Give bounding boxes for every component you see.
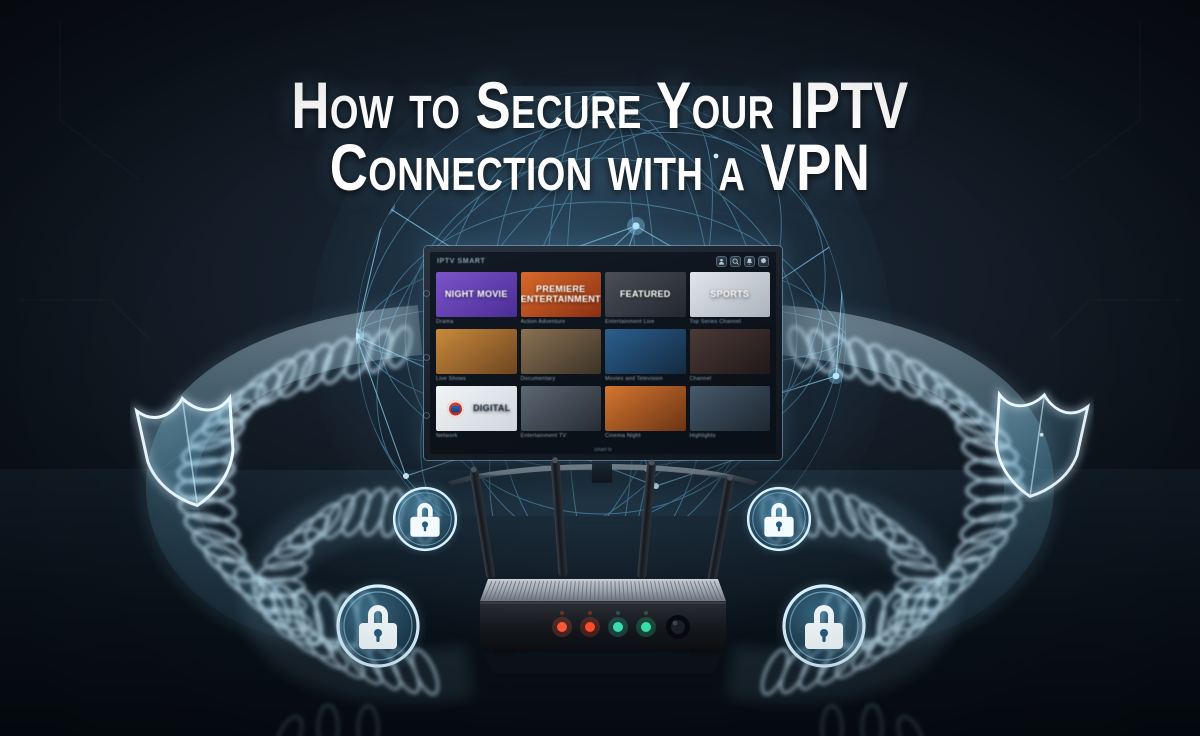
tv-thumbnail-title: NIGHT MOVIE	[444, 288, 508, 299]
tv-thumbnail-caption: Action Adventure	[520, 319, 566, 325]
lan-led	[636, 611, 656, 637]
wifi-router	[470, 457, 734, 673]
wan-port	[666, 615, 690, 639]
tv-grid-cell[interactable]: FEATURED Entertainment Live	[605, 272, 686, 325]
page-title: How to Secure Your IPTV Connection with …	[0, 68, 1200, 205]
padlock-badge-left-outer	[335, 583, 421, 669]
internet-led	[580, 611, 600, 637]
padlock-icon	[764, 502, 794, 537]
smart-tv: IPTV SMART	[424, 246, 782, 460]
tv-top-bar: IPTV SMART	[430, 252, 776, 270]
tv-thumbnail[interactable]	[520, 386, 601, 431]
tv-thumbnail[interactable]	[520, 329, 601, 374]
padlock-icon	[359, 605, 397, 649]
shield-right	[993, 386, 1093, 500]
wifi-led	[608, 611, 628, 637]
tv-thumbnail[interactable]: FEATURED	[605, 272, 686, 317]
tv-grid-cell[interactable]: DIGITAL Network	[436, 386, 517, 439]
tv-thumbnail-title: PREMIERE ENTERTAINMENT	[520, 284, 601, 304]
tv-thumbnail[interactable]	[605, 329, 686, 374]
tv-grid-cell[interactable]: Entertainment TV	[520, 386, 601, 439]
tv-grid-cell[interactable]: NIGHT MOVIE Drama	[436, 272, 517, 325]
router-top-vent	[480, 579, 726, 601]
tv-thumbnail-caption: Drama	[436, 319, 454, 325]
tv-side-nub-top	[423, 290, 430, 297]
tv-thumbnail-caption: Movies and Television	[605, 376, 663, 382]
padlock-badge-right-inner	[745, 485, 813, 553]
tv-icon-group	[716, 255, 769, 267]
shield-left	[131, 389, 236, 509]
tv-thumbnail[interactable]: NIGHT MOVIE	[436, 272, 517, 317]
bell-icon[interactable]	[744, 255, 755, 267]
tv-thumbnail[interactable]	[605, 386, 686, 431]
tv-grid-cell[interactable]: Cinema Night	[605, 386, 686, 439]
padlock-icon	[805, 605, 843, 649]
tv-screen[interactable]: IPTV SMART	[430, 252, 776, 454]
tv-content-grid: NIGHT MOVIE Drama PREMIERE ENTERTAINMENT Ac…	[430, 270, 776, 443]
tv-thumbnail[interactable]: SPORTS	[689, 272, 770, 317]
tv-footer-label: smart tv	[594, 447, 612, 453]
router-leds	[552, 611, 690, 639]
search-icon[interactable]	[730, 255, 741, 267]
tv-grid-cell[interactable]: Documentary	[520, 329, 601, 382]
padlock-icon	[410, 502, 440, 537]
tv-brand-label: IPTV SMART	[437, 257, 486, 265]
tv-thumbnail-caption: Entertainment TV	[520, 433, 567, 439]
tv-grid-cell[interactable]: SPORTS Top Series Channel	[689, 272, 770, 325]
router-antennas	[470, 457, 734, 584]
tv-thumbnail-caption: Top Series Channel	[689, 319, 742, 325]
tv-grid-cell[interactable]: Live Shows	[436, 329, 517, 382]
tv-thumbnail[interactable]	[689, 329, 770, 374]
tv-thumbnail-title: SPORTS	[710, 288, 750, 299]
tv-thumbnail-caption: Channel	[689, 376, 712, 382]
title-line-2: Connection with a VPN	[329, 130, 871, 205]
tv-thumbnail-caption: Documentary	[520, 376, 556, 382]
tv-thumbnail-title: DIGITAL	[473, 402, 511, 413]
tv-thumbnail-caption: Cinema Night	[605, 433, 641, 439]
tv-thumbnail[interactable]	[689, 386, 770, 431]
gear-icon[interactable]	[758, 255, 769, 267]
padlock-badge-left-inner	[391, 485, 459, 553]
tv-thumbnail[interactable]: PREMIERE ENTERTAINMENT	[520, 272, 601, 317]
tv-thumbnail[interactable]: DIGITAL	[436, 386, 517, 431]
tv-thumbnail-caption: Network	[436, 433, 458, 439]
tv-grid-cell[interactable]: Highlights	[689, 386, 770, 439]
tv-thumbnail-title: FEATURED	[619, 288, 671, 299]
tv-bezel: IPTV SMART	[424, 246, 782, 460]
tv-grid-cell[interactable]: Channel	[689, 329, 770, 382]
tv-side-nub-mid	[423, 354, 430, 361]
tv-thumbnail-caption: Live Shows	[436, 376, 467, 382]
tv-grid-cell[interactable]: Movies and Television	[605, 329, 686, 382]
tv-thumbnail-caption: Highlights	[689, 433, 716, 439]
channel-logo-icon	[447, 400, 465, 417]
power-led	[552, 611, 572, 637]
user-profile-icon[interactable]	[716, 255, 727, 267]
tv-thumbnail[interactable]	[436, 329, 517, 374]
title-line-1: How to Secure Your IPTV	[291, 68, 909, 142]
tv-grid-cell[interactable]: PREMIERE ENTERTAINMENT Action Adventure	[520, 272, 601, 325]
tv-side-nub-bottom	[423, 412, 430, 419]
tv-thumbnail-caption: Entertainment Live	[605, 319, 655, 325]
padlock-badge-right-outer	[781, 583, 867, 669]
